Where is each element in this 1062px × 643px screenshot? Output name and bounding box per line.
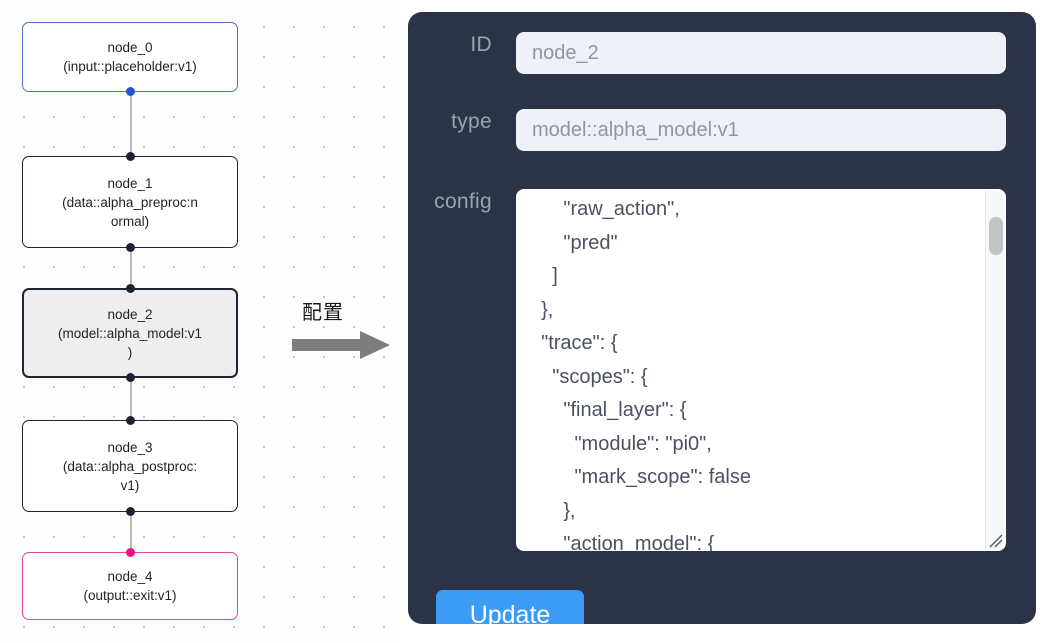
node-handle-source[interactable] <box>125 87 135 96</box>
config-textarea-scroll-thumb[interactable] <box>989 217 1003 255</box>
graph-node-node_4[interactable]: node_4 (output::exit:v1) <box>22 548 238 620</box>
node-handle-source[interactable] <box>125 243 135 252</box>
field-row-type: type <box>408 109 1006 151</box>
node-config-panel: ID type config Update <box>408 12 1036 624</box>
node-name: node_1 <box>107 175 153 191</box>
node-name: node_4 <box>107 569 153 584</box>
config-textarea-wrapper <box>516 189 1006 551</box>
config-field-label: config <box>434 190 492 213</box>
node-type-line1: (data::alpha_preproc:n <box>62 194 198 210</box>
type-field-label: type <box>451 110 492 133</box>
node-name: node_3 <box>107 439 153 455</box>
node-name: node_0 <box>107 40 153 55</box>
node-type: (input::placeholder:v1) <box>63 59 197 74</box>
graph-node-node_0[interactable]: node_0 (input::placeholder:v1) <box>22 22 238 96</box>
config-textarea[interactable] <box>516 189 1006 551</box>
id-field-label: ID <box>470 33 492 56</box>
resize-handle-icon[interactable] <box>987 532 1004 549</box>
edge-node2-node3 <box>130 378 132 418</box>
graph-node-node_1[interactable]: node_1 (data::alpha_preproc:n ormal) <box>22 152 238 252</box>
node-type: (output::exit:v1) <box>83 588 177 603</box>
graph-node-node_2[interactable]: node_2 (model::alpha_model:v1 ) <box>22 284 238 382</box>
graph-canvas[interactable]: node_0 (input::placeholder:v1) node_1 (d… <box>0 0 400 643</box>
field-row-config: config <box>408 189 1006 551</box>
node-type-line1: (model::alpha_model:v1 <box>57 325 203 341</box>
node-type-line2: ) <box>127 344 133 360</box>
node-type-line2: v1) <box>120 477 140 493</box>
field-row-id: ID <box>408 32 1006 74</box>
edge-node1-node2 <box>130 248 132 288</box>
node-name: node_2 <box>107 306 153 322</box>
node-type-line1: (data::alpha_postproc: <box>62 458 198 474</box>
node-handle-source[interactable] <box>125 373 135 382</box>
annotation-arrow-group: 配置 <box>292 296 396 364</box>
graph-node-node_3[interactable]: node_3 (data::alpha_postproc: v1) <box>22 416 238 516</box>
right-arrow-icon <box>292 330 392 365</box>
annotation-label: 配置 <box>302 302 344 324</box>
id-input[interactable] <box>516 32 1006 74</box>
node-handle-target[interactable] <box>125 548 135 557</box>
node-handle-source[interactable] <box>125 507 135 516</box>
node-handle-target[interactable] <box>125 416 135 425</box>
config-textarea-scrollbar[interactable] <box>985 191 1004 549</box>
type-input[interactable] <box>516 109 1006 151</box>
edge-node3-node4 <box>130 512 132 552</box>
node-handle-target[interactable] <box>125 152 135 161</box>
node-type-line2: ormal) <box>110 213 150 229</box>
update-button[interactable]: Update <box>436 590 584 624</box>
node-handle-target[interactable] <box>125 284 135 293</box>
edge-node0-node1 <box>130 92 132 156</box>
